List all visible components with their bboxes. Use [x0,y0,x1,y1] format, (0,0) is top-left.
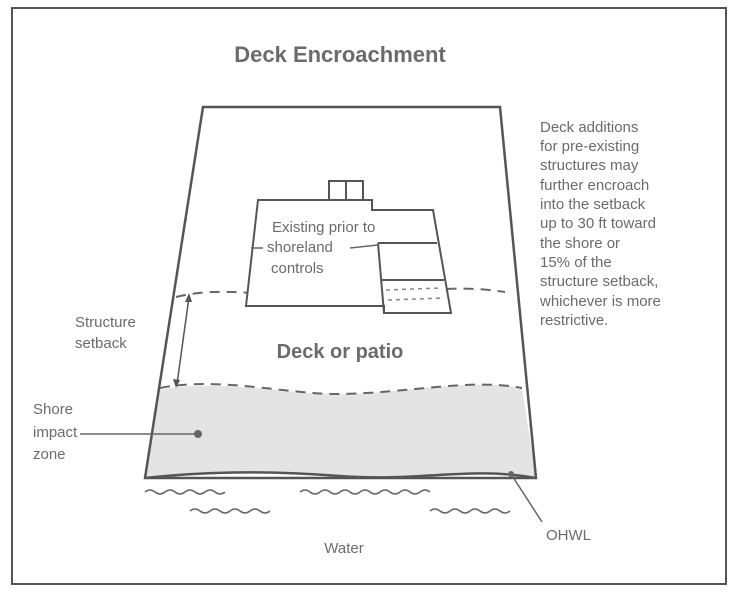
diagram-title: Deck Encroachment [234,42,446,67]
ohwl-line [144,471,537,480]
setback-arrow [173,293,192,388]
shore-impact-zone-area [145,384,536,478]
note-line: up to 30 ft toward [540,215,656,232]
ohwl-label: OHWL [546,527,591,544]
shore-leader-dot [194,430,202,438]
water-label: Water [324,540,363,557]
deck-label: Deck or patio [277,341,404,363]
note-line: structures may [540,157,639,174]
shore-label-line3: zone [33,446,66,463]
note-line: 15% of the [540,254,612,271]
note-line: restrictive. [540,312,608,329]
house-label-line3: controls [271,260,324,277]
note-text: Deck additions for pre-existing structur… [539,119,661,329]
existing-house [244,180,453,314]
ohwl-leader-dot [508,471,514,477]
note-line: into the setback [540,196,646,213]
note-line: further encroach [540,177,649,194]
structure-setback-line [175,287,506,302]
note-line: structure setback, [540,273,658,290]
note-line: Deck additions [540,119,638,136]
shore-impact-line [159,383,523,396]
shore-label-line1: Shore [33,401,73,418]
house-label-line2: shoreland [267,239,333,256]
frame-border [11,7,727,585]
note-line: for pre-existing [540,138,639,155]
house-label-line1: Existing prior to [272,219,375,236]
setback-label-line1: Structure [75,314,136,331]
shore-label-line2: impact [33,424,78,441]
ohwl-leader-line [510,473,543,523]
note-line: whichever is more [539,293,661,310]
note-line: the shore or [540,235,620,252]
setback-label-line2: setback [75,335,127,352]
water-waves [144,489,511,514]
